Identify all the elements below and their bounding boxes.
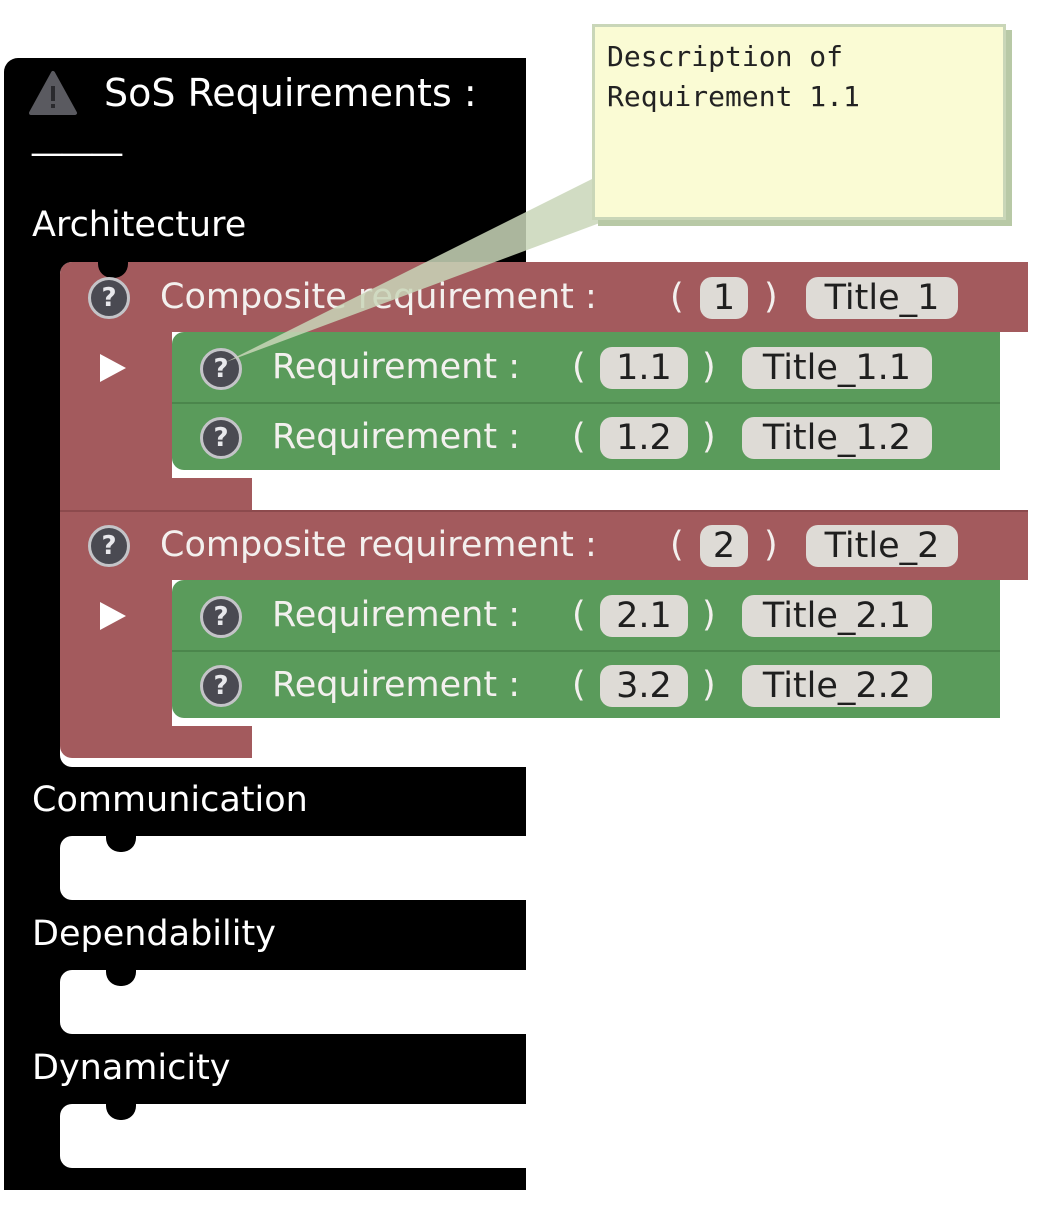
requirement-label: Requirement : — [272, 347, 521, 387]
paren-close: ) — [764, 525, 778, 565]
slot-notch — [106, 970, 136, 986]
category-dynamicity: Dynamicity — [32, 1048, 231, 1088]
paren-close: ) — [702, 595, 716, 635]
composite-label: Composite requirement : — [160, 525, 597, 565]
dependability-slot[interactable] — [60, 970, 526, 1034]
composite-id-field[interactable]: 1 — [700, 277, 748, 319]
requirement-title-field[interactable]: Title_2.2 — [742, 665, 932, 707]
block-title: SoS Requirements : — [104, 71, 477, 115]
collapse-arrow-icon[interactable] — [100, 354, 126, 382]
help-icon[interactable]: ? — [200, 665, 242, 707]
requirement-label: Requirement : — [272, 417, 521, 457]
help-icon[interactable]: ? — [200, 596, 242, 638]
slot-notch — [106, 1104, 136, 1120]
paren-open: ( — [572, 347, 586, 387]
tooltip-pointer — [226, 175, 640, 362]
help-icon[interactable]: ? — [200, 417, 242, 459]
composite-title-field[interactable]: Title_1 — [806, 277, 958, 319]
paren-close: ) — [702, 665, 716, 705]
paren-open: ( — [572, 665, 586, 705]
requirement-title-field[interactable]: Title_1.1 — [742, 347, 932, 389]
help-icon[interactable]: ? — [88, 525, 130, 567]
paren-open: ( — [670, 525, 684, 565]
dynamicity-slot[interactable] — [60, 1104, 526, 1168]
requirement-label: Requirement : — [272, 665, 521, 705]
requirement-description-tooltip: Description of Requirement 1.1 — [592, 24, 1006, 220]
requirement-id-field[interactable]: 1.2 — [600, 417, 688, 459]
paren-open: ( — [572, 417, 586, 457]
requirement-label: Requirement : — [272, 595, 521, 635]
category-dependability: Dependability — [32, 914, 276, 954]
composite-title-field[interactable]: Title_2 — [806, 525, 958, 567]
warning-icon[interactable] — [28, 70, 78, 116]
paren-close: ) — [702, 347, 716, 387]
composite-id-field[interactable]: 2 — [700, 525, 748, 567]
paren-open: ( — [670, 277, 684, 317]
composite-notch — [98, 262, 128, 278]
help-icon[interactable]: ? — [200, 348, 242, 390]
communication-slot[interactable] — [60, 836, 526, 900]
requirement-title-field[interactable]: Title_2.1 — [742, 595, 932, 637]
paren-open: ( — [572, 595, 586, 635]
requirement-id-field[interactable]: 1.1 — [600, 347, 688, 389]
composite-footer — [60, 726, 252, 758]
collapse-arrow-icon[interactable] — [100, 602, 126, 630]
requirement-title-field[interactable]: Title_1.2 — [742, 417, 932, 459]
category-architecture: Architecture — [32, 205, 247, 245]
help-icon[interactable]: ? — [88, 277, 130, 319]
paren-close: ) — [702, 417, 716, 457]
requirement-id-field[interactable]: 2.1 — [600, 595, 688, 637]
paren-close: ) — [764, 277, 778, 317]
block-underline: ——— — [30, 133, 124, 173]
requirement-id-field[interactable]: 3.2 — [600, 665, 688, 707]
composite-body — [60, 578, 172, 728]
composite-footer — [60, 478, 252, 510]
category-communication: Communication — [32, 780, 308, 820]
slot-notch — [106, 836, 136, 852]
